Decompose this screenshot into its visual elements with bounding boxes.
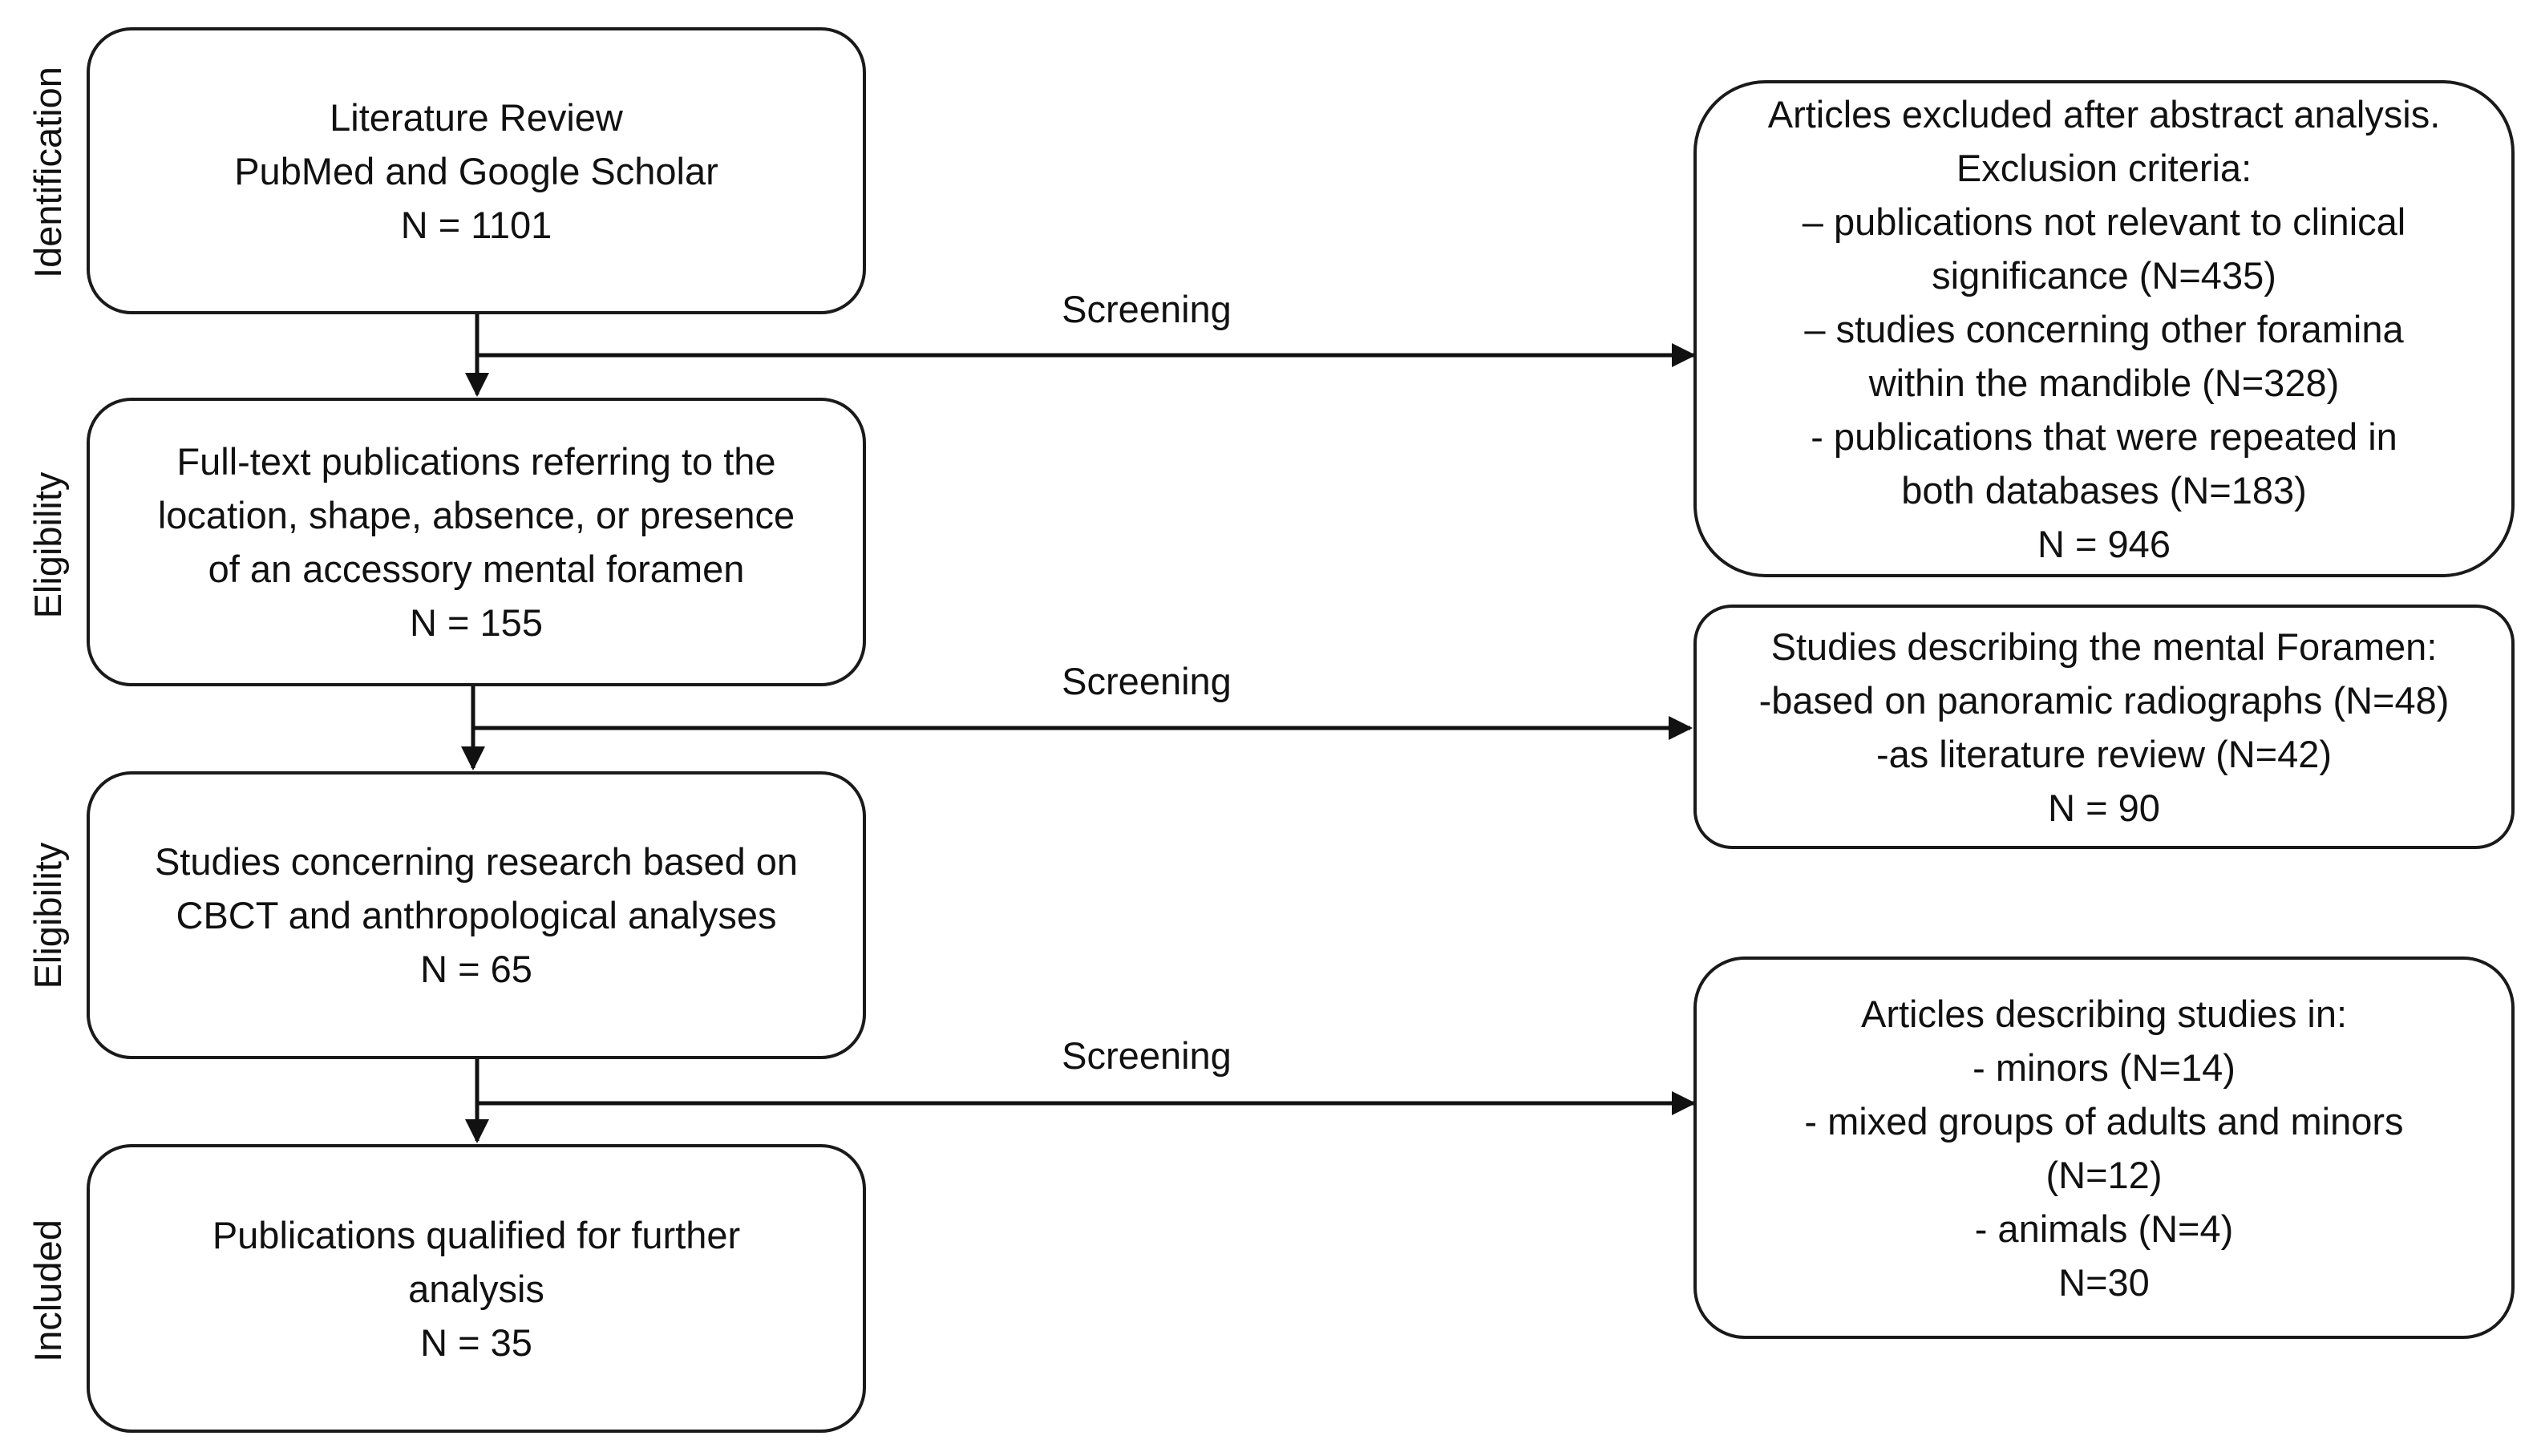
- box-line: N = 65: [420, 948, 532, 990]
- box-line: - minors (N=14): [1973, 1045, 2236, 1089]
- phase-identification: Identification: [26, 67, 69, 278]
- box-line: - mixed groups of adults and minors: [1804, 1099, 2404, 1143]
- box-line: both databases (N=183): [1901, 468, 2307, 512]
- box-line: Literature Review: [330, 95, 623, 139]
- box-literature-review: Literature Review PubMed and Google Scho…: [87, 27, 866, 314]
- box-minors-animals-excluded: Articles describing studies in: - minors…: [1693, 957, 2515, 1339]
- phase-included: Included: [26, 1219, 69, 1362]
- phase-eligibility-1: Eligibility: [26, 471, 69, 619]
- box-line: PubMed and Google Scholar: [234, 149, 718, 192]
- box-line: Studies describing the mental Foramen:: [1770, 625, 2438, 668]
- box-excluded-abstract-analysis: Articles excluded after abstract analysi…: [1693, 80, 2515, 577]
- box-line: - publications that were repeated in: [1811, 415, 2397, 458]
- box-line: Publications qualified for further: [212, 1213, 741, 1256]
- box-line: Articles describing studies in:: [1860, 992, 2348, 1035]
- box-line: N=30: [2058, 1260, 2150, 1304]
- box-line: - animals (N=4): [1974, 1207, 2234, 1250]
- box-line: Exclusion criteria:: [1956, 146, 2252, 189]
- box-cbct-studies: Studies concerning research based on CBC…: [87, 771, 866, 1059]
- box-line: of an accessory mental foramen: [208, 548, 745, 590]
- box-line: -based on panoramic radiographs (N=48): [1758, 678, 2450, 722]
- box-line: analysis: [408, 1267, 544, 1310]
- box-line: N = 90: [2048, 786, 2160, 829]
- box-line: Full-text publications referring to the: [176, 440, 776, 483]
- phase-eligibility-2: Eligibility: [26, 842, 69, 989]
- box-line: (N=12): [2045, 1153, 2163, 1196]
- box-line: significance (N=435): [1932, 253, 2276, 297]
- box-line: CBCT and anthropological analyses: [176, 894, 777, 936]
- box-line: location, shape, absence, or presence: [157, 494, 795, 536]
- screening-label-1: Screening: [1062, 288, 1232, 330]
- box-line: Studies concerning research based on: [154, 840, 799, 883]
- box-mental-foramen-studies: Studies describing the mental Foramen: -…: [1693, 605, 2515, 849]
- box-full-text-publications: Full-text publications referring to the …: [87, 398, 866, 686]
- box-line: N = 1101: [400, 203, 552, 246]
- box-line: N = 35: [420, 1321, 532, 1364]
- screening-label-3: Screening: [1062, 1034, 1232, 1077]
- box-line: N = 155: [410, 601, 543, 644]
- box-line: Articles excluded after abstract analysi…: [1767, 92, 2441, 135]
- box-line: within the mandible (N=328): [1868, 361, 2340, 404]
- box-publications-qualified: Publications qualified for further analy…: [87, 1144, 866, 1433]
- screening-label-2: Screening: [1062, 660, 1232, 702]
- box-line: – studies concerning other foramina: [1804, 307, 2404, 350]
- box-line: – publications not relevant to clinical: [1802, 200, 2406, 243]
- box-line: N = 946: [2037, 522, 2171, 565]
- box-line: -as literature review (N=42): [1875, 732, 2333, 775]
